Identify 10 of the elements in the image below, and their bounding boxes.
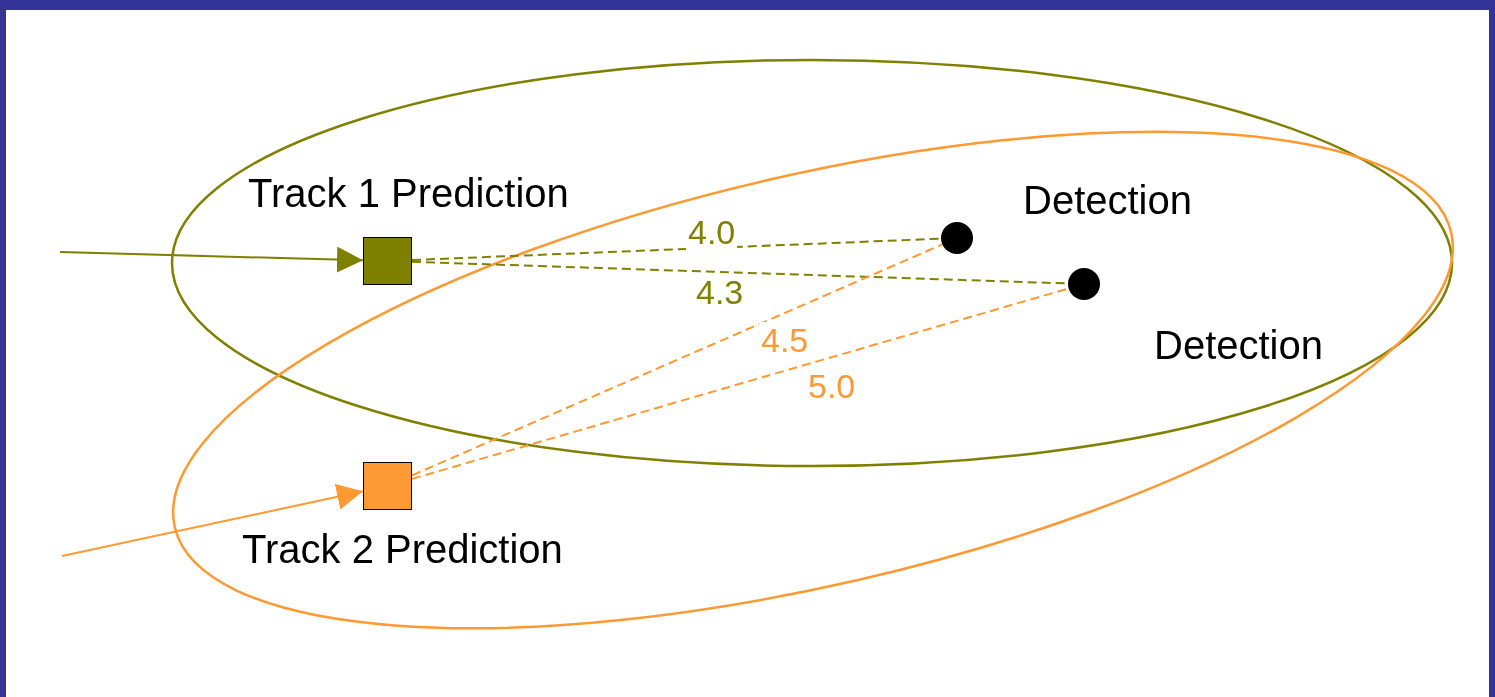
prediction-square bbox=[363, 237, 412, 285]
dashed-line bbox=[411, 243, 944, 477]
prediction-square bbox=[363, 462, 412, 510]
node-label: Track 2 Prediction bbox=[242, 526, 563, 572]
node-label: Detection bbox=[1154, 322, 1323, 368]
node-label: Detection bbox=[1023, 177, 1192, 223]
node-label: Track 1 Prediction bbox=[248, 170, 569, 216]
dashed-line bbox=[411, 237, 942, 261]
arrow bbox=[59, 246, 364, 273]
arrow bbox=[61, 484, 364, 557]
